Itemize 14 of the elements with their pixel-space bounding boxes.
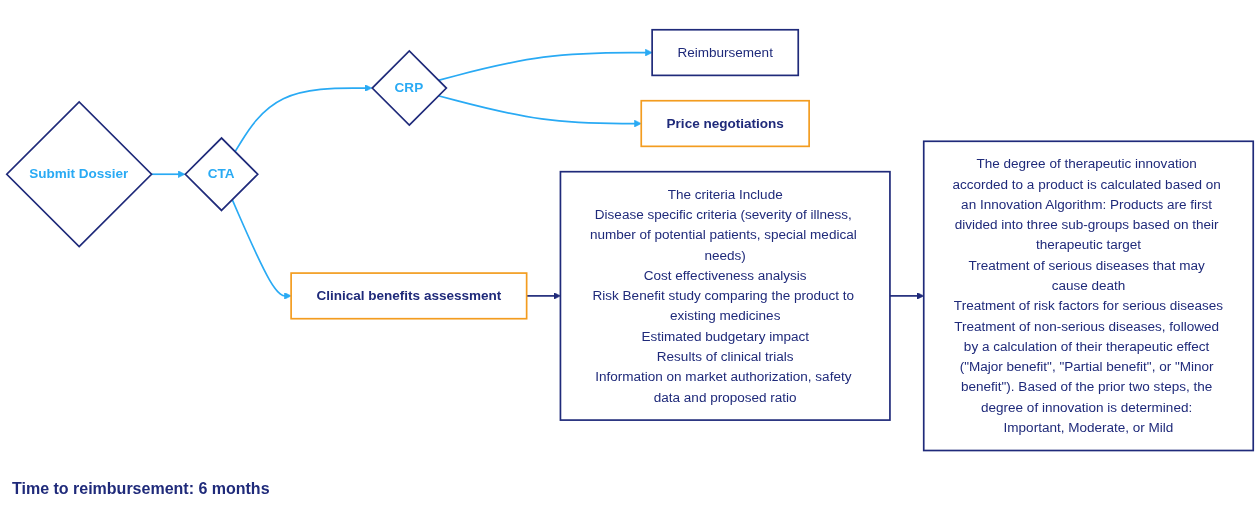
node-box: Clinical benefits assessment [290,272,528,320]
note-text: Time to reimbursement: 6 months [12,480,271,498]
arrow [150,170,186,178]
node-diamond: CRP [371,49,448,127]
arrow [234,84,373,153]
node-box: Reimbursement [651,28,800,77]
arrow [437,94,642,128]
node-box: Price negotiations [640,99,810,148]
node-diamond: Submit Dossier [5,100,153,248]
node-diamond: CTA [184,136,259,212]
arrow [231,198,292,300]
arrow [437,48,653,82]
node-box: The criteria Include Disease specific criteria (severity of illness, number of potential patients, special medical needs) Cost effectiveness analysis Risk Benefit study comparing the product to existing medicines Estimated budgetary impact Results of clinical trials Information on market authorization, safety data and proposed ratio [559,170,891,421]
node-box: The degree of therapeutic innovation accorded to a product is calculated based on an Innovation Algorithm: Products are first divided into three sub-groups based on their therapeutic target Treatment of serious diseases that may cause death Treatment of risk factors for serious diseases Treatment of non-serious diseases, followed by a calculation of their therapeutic effect ("Major benefit", "Partial benefit", or "Minor benefit"). Based of the prior two steps, the degree of innovation is determined: Important, Moderate, or Mild [922,140,1255,452]
